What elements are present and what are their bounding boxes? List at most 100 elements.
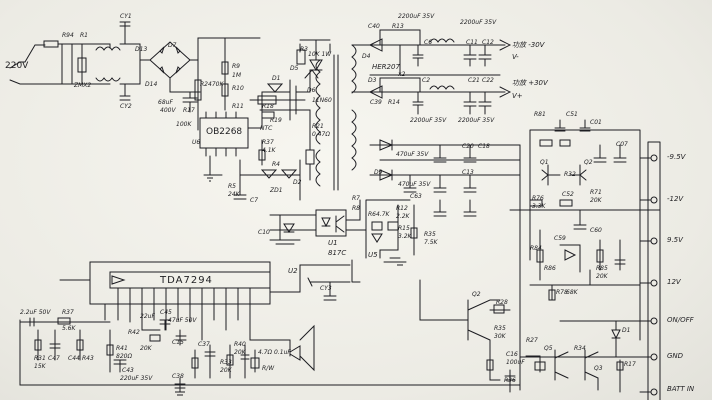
c38-label: C38: [172, 373, 184, 380]
speaker-body: [289, 345, 301, 361]
r31-label: R31: [34, 355, 46, 362]
c18-label: C18: [478, 143, 490, 150]
u1-label: U1: [328, 239, 338, 247]
c2-label: C2: [422, 77, 431, 84]
d4-count: x2: [398, 71, 406, 78]
r17-control-label: R17: [624, 361, 636, 368]
c52-label: C52: [562, 191, 574, 198]
r36-label: R36: [504, 377, 516, 384]
cy1-label: CY1: [120, 13, 132, 20]
r37-amp-value: 5.6K: [62, 325, 76, 332]
q5-label: Q5: [544, 345, 553, 352]
u6-label: U6: [192, 139, 201, 146]
r35-feedback-label: R35: [424, 231, 436, 238]
zobel-value: 4.7Ω 0.1uF: [258, 349, 291, 356]
r4-label: R4: [272, 161, 280, 168]
r42-value: 20K: [140, 345, 152, 352]
c15-label: C15: [172, 339, 184, 346]
d14-label: D14: [145, 81, 158, 88]
cy2-label: CY2: [120, 103, 132, 110]
r6-label: R6: [368, 211, 376, 218]
r17-value: 100K: [176, 121, 192, 128]
r37-amp-label: R37: [62, 309, 74, 316]
optocoupler-body: [315, 209, 347, 237]
r8-label: R8: [352, 205, 360, 212]
c39-label: C39: [370, 99, 382, 106]
pos-rail-label: V+: [512, 92, 523, 100]
d1-primary-label: D1: [272, 75, 281, 82]
r9-label: R9: [232, 63, 240, 70]
q1-regulator-label: Q1: [540, 159, 549, 166]
d7-label: D7: [168, 42, 177, 49]
r13-label: R13: [392, 23, 404, 30]
r7-label: R7: [352, 195, 360, 202]
neg-cap-value-b: 2200uF 35V: [460, 19, 497, 26]
r78-value: 68K: [566, 289, 578, 296]
c10-label: C10: [258, 229, 270, 236]
c59-label: C59: [554, 235, 566, 242]
mosfet-part-label: 11N60: [312, 97, 332, 104]
c7-label: C7: [250, 197, 259, 204]
c51-label: C51: [566, 111, 578, 118]
q3-label: Q3: [594, 365, 603, 372]
d1-control-label: D1: [622, 327, 631, 334]
r28-label: R28: [496, 299, 508, 306]
c16-label: C16: [506, 351, 518, 358]
neg-cap-value-a: 2200uF 35V: [398, 13, 435, 20]
c16-value: 100uF: [506, 359, 525, 366]
c07-label: C07: [616, 141, 628, 148]
c40-label: C40: [368, 23, 380, 30]
r41-label: R41: [116, 345, 128, 352]
d3-upper-label: D3: [368, 77, 377, 84]
c60-label: C60: [590, 227, 602, 234]
q2-control-label: Q2: [472, 291, 481, 298]
amp-chip-label: TDA7294: [160, 275, 213, 286]
r17-label: R17: [183, 107, 195, 114]
d6-label: D6: [307, 87, 316, 94]
pin-label-12v: 12V: [667, 278, 681, 286]
r76-label: R76: [532, 195, 544, 202]
r5-value: 24K: [228, 191, 240, 198]
d4-label: D4: [362, 53, 371, 60]
r71-label: R71: [590, 189, 602, 196]
pin-label-batt-in: BATT IN: [667, 385, 695, 393]
pos-output-label: 功放 +30V: [512, 79, 548, 87]
q2-regulator-label: Q2: [584, 159, 593, 166]
r40-value: 20K: [234, 349, 246, 356]
bulk-cap-voltage: 400V: [160, 107, 176, 114]
r37-primary-label: R37: [262, 139, 274, 146]
r21-value: 0.47Ω: [312, 131, 330, 138]
r19-label: R19: [270, 117, 282, 124]
r18-label: R18: [262, 103, 274, 110]
u2-label: U2: [288, 267, 298, 275]
d13-label: D13: [135, 46, 148, 53]
small-cap-value-a: 470uF 35V: [396, 151, 429, 158]
r11-label: R11: [232, 103, 244, 110]
pin-label-on-off: ON/OFF: [667, 316, 694, 324]
zd1-label: ZD1: [270, 187, 283, 194]
cy3-label: CY3: [320, 285, 332, 292]
r35-control-label: R35: [494, 325, 506, 332]
c47-label: C47: [48, 355, 60, 362]
c20-label: C20: [462, 143, 474, 150]
pos-cap-value-b: 2200uF 35V: [458, 117, 495, 124]
c45-label: C45: [160, 309, 172, 316]
r71-value: 20K: [590, 197, 602, 204]
pos-cap-value-a: 2200uF 35V: [410, 117, 447, 124]
mute-cap-value: 47uF 50V: [168, 317, 197, 324]
r15-value: 3.2K: [398, 233, 412, 240]
r5-label: R5: [228, 183, 236, 190]
c12-label: C12: [482, 39, 494, 46]
speaker-label: R/W: [262, 365, 275, 372]
r1-label: R1: [80, 32, 88, 39]
r6-value: 4.7K: [376, 211, 390, 218]
c63-label: C63: [410, 193, 422, 200]
neg-output-label: 功放 -30V: [512, 41, 545, 49]
input-cap-value: 2.2uF 50V: [20, 309, 51, 316]
pwm-ic-body: [199, 117, 249, 149]
u5-label: U5: [368, 251, 378, 259]
d9-label: D9: [374, 169, 383, 176]
r43-label: R43: [82, 355, 94, 362]
